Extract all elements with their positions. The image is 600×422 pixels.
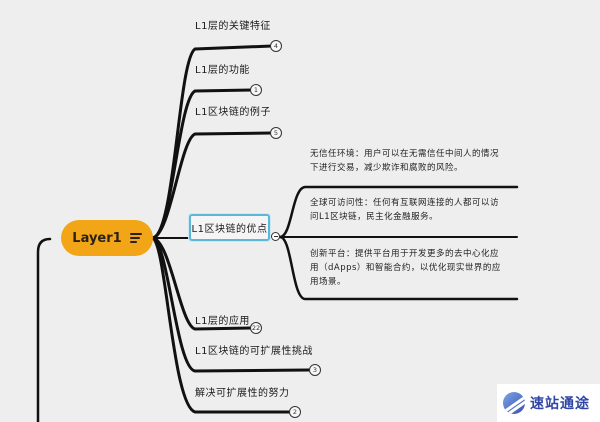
detail-line: 问L1区块链，民主化金融服务。: [310, 212, 439, 222]
topic-scalability-efforts[interactable]: 解决可扩展性的努力: [195, 388, 290, 399]
detail-line: 全球可访问性：任何有互联网连接的人都可以访: [310, 198, 500, 208]
topic-advantages-label: L1区块链的优点: [191, 224, 268, 235]
collapsed-count-badge[interactable]: 5: [270, 127, 282, 139]
detail-line: 创新平台：提供平台用于开发更多的去中心化应: [310, 249, 500, 259]
advantage-innovation-platform[interactable]: 创新平台：提供平台用于开发更多的去中心化应 用（dApps）和智能合约，以优化现…: [310, 247, 520, 289]
collapsed-count-badge[interactable]: 2: [289, 406, 301, 418]
detail-line: 无信任环境：用户可以在无需信任中间人的情况: [310, 149, 500, 159]
brand-logo-icon: [503, 392, 525, 414]
root-label: Layer1: [72, 230, 122, 246]
topic-examples[interactable]: L1区块链的例子: [195, 107, 271, 118]
topic-advantages-selected[interactable]: L1区块链的优点: [189, 214, 270, 241]
detail-line: 用场景。: [310, 277, 347, 287]
collapsed-count-badge[interactable]: 3: [309, 364, 321, 376]
root-node[interactable]: Layer1: [61, 220, 153, 256]
watermark-text: 速站通途: [530, 396, 590, 412]
detail-line: 下进行交易，减少欺诈和腐败的风险。: [310, 163, 464, 173]
collapsed-count-badge[interactable]: 1: [250, 84, 262, 96]
topic-scalability-challenges[interactable]: L1区块链的可扩展性挑战: [195, 346, 313, 357]
topic-applications[interactable]: L1层的应用: [195, 316, 250, 327]
collapse-toggle-icon[interactable]: [271, 232, 280, 241]
watermark: 速站通途: [497, 384, 600, 422]
collapsed-count-badge[interactable]: 4: [270, 40, 282, 52]
topic-key-features[interactable]: L1层的关键特征: [195, 21, 271, 32]
detail-line: 用（dApps）和智能合约，以优化现实世界的应: [310, 263, 501, 273]
advantage-trustless[interactable]: 无信任环境：用户可以在无需信任中间人的情况 下进行交易，减少欺诈和腐败的风险。: [310, 147, 520, 175]
notes-icon[interactable]: [129, 233, 142, 243]
collapsed-count-badge[interactable]: 22: [250, 322, 262, 334]
advantage-global-access[interactable]: 全球可访问性：任何有互联网连接的人都可以访 问L1区块链，民主化金融服务。: [310, 196, 520, 224]
topic-functions[interactable]: L1层的功能: [195, 65, 250, 76]
